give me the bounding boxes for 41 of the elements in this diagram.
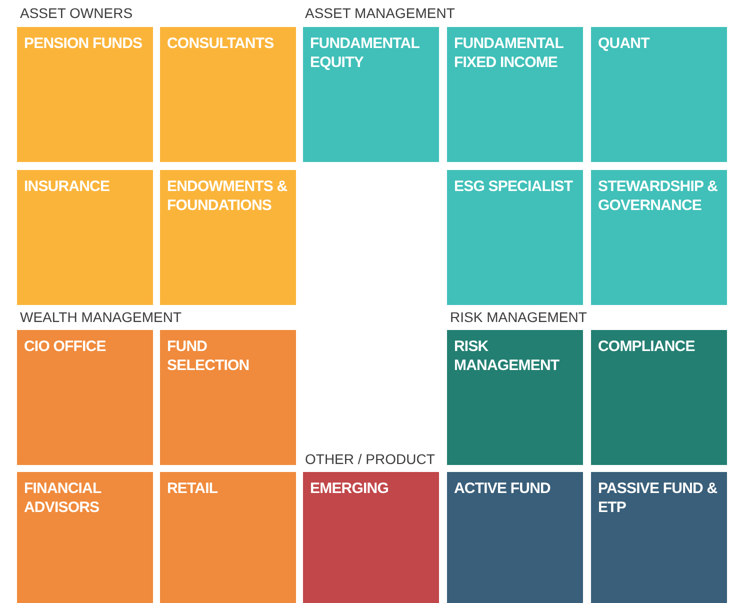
category-tile [447,472,583,603]
section-heading: RISK MANAGEMENT [450,308,587,326]
tile-label: PENSION FUNDS [24,34,144,53]
category-tile [160,330,296,465]
category-tile [447,330,583,465]
tile-label: CONSULTANTS [167,34,275,53]
tile-label: STEWARDSHIP & GOVERNANCE [598,177,719,215]
category-tile [303,27,439,162]
category-tile [447,27,583,162]
tile-label: RISK MANAGEMENT [454,337,560,375]
category-tile [17,27,153,162]
tile-label: PASSIVE FUND & ETP [598,479,718,517]
category-tile [17,170,153,305]
section-heading: OTHER / PRODUCT [305,450,435,468]
category-tile [591,330,727,465]
tile-label: ESG SPECIALIST [454,177,574,196]
tile-label: INSURANCE [24,177,111,196]
category-tile [303,472,439,603]
category-tile [591,27,727,162]
tile-label: FUNDAMENTAL FIXED INCOME [454,34,564,72]
tile-label: RETAIL [167,479,219,498]
tile-label: FUNDAMENTAL EQUITY [310,34,420,72]
category-tile [160,27,296,162]
tile-label: COMPLIANCE [598,337,696,356]
category-tile [591,170,727,305]
tile-label: FUND SELECTION [167,337,250,375]
section-heading: WEALTH MANAGEMENT [20,308,182,326]
tile-label: CIO OFFICE [24,337,107,356]
section-heading: ASSET OWNERS [20,4,133,22]
category-tile [160,170,296,305]
tile-label: ENDOWMENTS & FOUNDATIONS [167,177,288,215]
tile-label: EMERGING [310,479,390,498]
tile-label: QUANT [598,34,651,53]
category-tile [591,472,727,603]
category-tile [17,472,153,603]
category-tile [17,330,153,465]
section-heading: ASSET MANAGEMENT [305,4,455,22]
category-tile [447,170,583,305]
category-tile [160,472,296,603]
tile-label: ACTIVE FUND [454,479,552,498]
tile-label: FINANCIAL ADVISORS [24,479,102,517]
